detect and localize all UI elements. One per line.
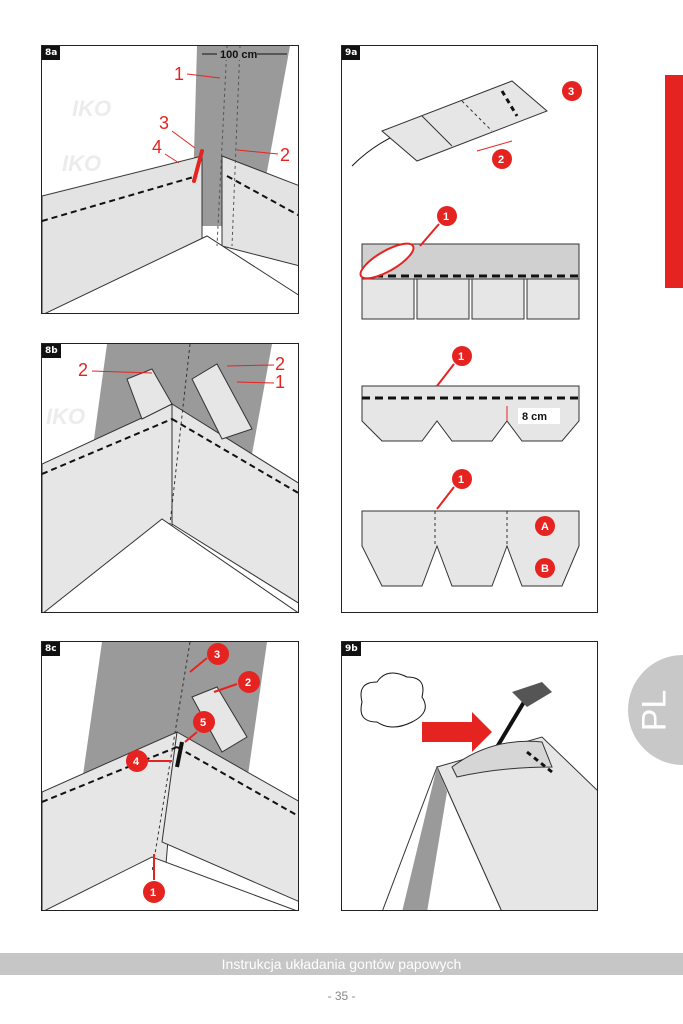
part-label-b: B xyxy=(541,563,549,575)
callout-1: 1 xyxy=(458,474,464,486)
section-marker xyxy=(665,75,683,288)
callout-3: 3 xyxy=(568,86,574,98)
valley-illustration-8b: 2 2 1 IKO xyxy=(42,344,298,612)
dimension-label: 8 cm xyxy=(522,411,547,423)
page-number: - 35 - xyxy=(327,989,356,1003)
callout-4: 4 xyxy=(133,756,140,768)
dimension-label: 100 cm xyxy=(220,49,258,61)
ridge-cutting-illustration-9a: 3 2 1 8 cm 1 1 A B xyxy=(351,80,582,587)
callout-4: 4 xyxy=(152,137,162,157)
callout-1: 1 xyxy=(174,64,184,84)
callout-2: 2 xyxy=(498,154,504,166)
callout-1: 1 xyxy=(443,211,449,223)
footer-title: Instrukcja układania gontów papowych xyxy=(0,953,683,975)
figure-9b: 9b xyxy=(341,641,598,911)
callout-2: 2 xyxy=(275,354,285,374)
figure-tag: 9a xyxy=(342,46,361,60)
callout-2: 2 xyxy=(78,360,88,380)
watermark: IKO xyxy=(62,151,101,176)
figure-8a: 8a 100 cm 1 2 3 4 IKO IKO xyxy=(41,45,299,314)
valley-illustration-8c: 1 2 3 4 5 xyxy=(42,642,298,910)
figure-9a: 9a 3 2 1 8 cm 1 1 A B xyxy=(341,45,598,613)
part-label-a: A xyxy=(541,521,549,533)
language-tab: PL xyxy=(628,655,683,765)
figure-tag: 8a xyxy=(42,46,61,60)
callout-3: 3 xyxy=(214,649,220,661)
figure-tag: 9b xyxy=(342,642,361,656)
figure-8b: 8b 2 2 1 IKO xyxy=(41,343,299,613)
callout-1: 1 xyxy=(458,351,464,363)
callout-1: 1 xyxy=(275,372,285,392)
figure-tag: 8c xyxy=(42,642,60,656)
callout-1: 1 xyxy=(150,887,156,899)
figure-8c: 8c 1 2 3 4 5 xyxy=(41,641,299,911)
callout-2: 2 xyxy=(245,677,251,689)
figure-tag: 8b xyxy=(42,344,61,358)
watermark: IKO xyxy=(46,404,85,429)
ridge-install-illustration-9b xyxy=(360,672,597,910)
callout-5: 5 xyxy=(200,717,206,729)
watermark: IKO xyxy=(72,96,111,121)
callout-2: 2 xyxy=(280,145,290,165)
callout-3: 3 xyxy=(159,113,169,133)
valley-illustration-8a: 100 cm 1 2 3 4 IKO IKO xyxy=(42,46,298,313)
language-label: PL xyxy=(635,689,674,732)
